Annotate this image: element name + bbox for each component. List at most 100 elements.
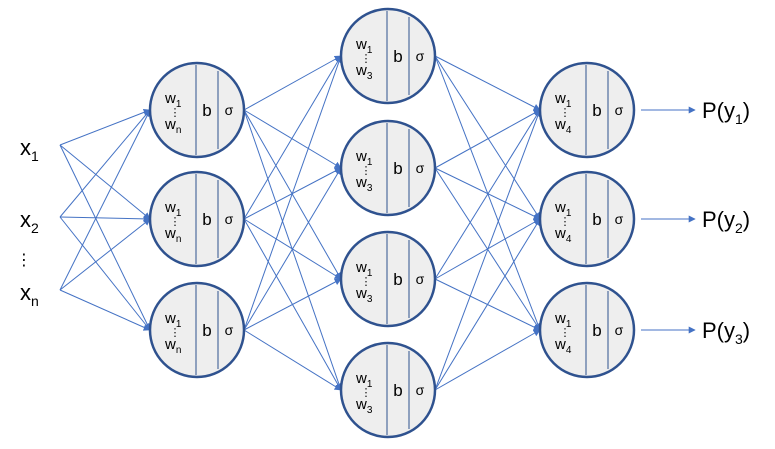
input-ellipsis: ⋮ [16, 252, 32, 269]
bias-label: b [393, 381, 402, 400]
edge-input-3-to-h1-3 [59, 289, 151, 331]
weight-ellipsis: ⋮ [361, 165, 372, 177]
edge-l2-1-to-l3-2 [434, 55, 541, 220]
edge-input-2-to-h1-3 [59, 216, 151, 331]
edge-l2-3-to-l3-1 [434, 109, 541, 280]
neuron-circle [339, 230, 437, 328]
bias-label: b [592, 210, 601, 229]
weight-ellipsis: ⋮ [361, 387, 372, 399]
edge-l1-3-to-l2-2 [243, 167, 342, 331]
edge-l1-1-to-l2-2 [243, 109, 342, 169]
weight-first: w1 [164, 90, 182, 110]
activation-label: σ [225, 322, 234, 338]
weight-last: wn [164, 336, 181, 356]
edge-input-3-to-h1-1 [59, 109, 151, 291]
neuron-circle [148, 61, 246, 159]
output-label-1: P(y1) [702, 98, 750, 127]
bias-label: b [393, 270, 402, 289]
weight-last: w4 [554, 336, 572, 356]
activation-label: σ [225, 211, 234, 227]
edge-l1-3-to-l2-3 [243, 278, 342, 331]
weight-ellipsis: ⋮ [361, 276, 372, 288]
weight-first: w1 [164, 199, 182, 219]
edge-l1-1-to-l2-3 [243, 109, 342, 280]
weight-first: w1 [554, 199, 572, 219]
edge-l2-2-to-l3-1 [434, 109, 541, 169]
weight-ellipsis: ⋮ [560, 327, 571, 339]
neuron-circle [148, 170, 246, 268]
edge-l1-2-to-l2-1 [243, 55, 342, 220]
edge-l2-4-to-l3-3 [434, 329, 541, 391]
weight-ellipsis: ⋮ [170, 107, 181, 119]
connections [59, 55, 696, 391]
weight-first: w1 [355, 370, 373, 390]
activation-label: σ [615, 211, 624, 227]
neuron-circle [538, 170, 636, 268]
neuron-circle [538, 281, 636, 379]
bias-label: b [202, 321, 211, 340]
bias-label: b [592, 321, 601, 340]
neuron-circle [148, 281, 246, 379]
input-label-3: xn [20, 280, 39, 309]
weight-first: w1 [355, 148, 373, 168]
edge-l2-2-to-l3-2 [434, 167, 541, 220]
edge-l1-3-to-l2-1 [243, 55, 343, 331]
weight-last: w3 [355, 174, 373, 194]
bias-label: b [202, 101, 211, 120]
neuron-circle [538, 61, 636, 159]
edge-l2-4-to-l3-2 [434, 218, 541, 391]
weight-last: w3 [355, 285, 373, 305]
output-label-3: P(y3) [702, 318, 750, 347]
edge-l2-4-to-l3-1 [434, 109, 542, 391]
edge-input-1-to-h1-1 [59, 109, 151, 146]
edge-input-1-to-h1-3 [59, 144, 151, 331]
weight-first: w1 [554, 90, 572, 110]
weight-ellipsis: ⋮ [560, 216, 571, 228]
weight-first: w1 [554, 310, 572, 330]
weight-first: w1 [164, 310, 182, 330]
weight-ellipsis: ⋮ [361, 53, 372, 65]
input-label-1: x1 [20, 135, 39, 164]
weight-first: w1 [355, 36, 373, 56]
bias-label: b [202, 210, 211, 229]
activation-label: σ [615, 102, 624, 118]
edge-l1-1-to-l2-1 [243, 55, 342, 111]
neuron-circle [339, 7, 437, 105]
weight-last: wn [164, 116, 181, 136]
bias-label: b [592, 101, 601, 120]
weight-first: w1 [355, 259, 373, 279]
edge-input-2-to-h1-2 [59, 215, 151, 223]
input-label-2: x2 [20, 207, 39, 236]
activation-label: σ [615, 322, 624, 338]
weight-last: w3 [355, 396, 373, 416]
output-label-2: P(y2) [702, 207, 750, 236]
edge-l1-3-to-l2-4 [243, 329, 342, 391]
edge-l1-1-to-l2-4 [243, 109, 343, 391]
labels: x1 x2 xn ⋮ P(y1) P(y2) P(y3) [16, 98, 750, 347]
bias-label: b [393, 159, 402, 178]
activation-label: σ [416, 382, 425, 398]
activation-label: σ [225, 102, 234, 118]
weight-last: w4 [554, 225, 572, 245]
bias-label: b [393, 47, 402, 66]
weight-last: w3 [355, 62, 373, 82]
weight-ellipsis: ⋮ [170, 216, 181, 228]
edge-input-3-to-h1-2 [59, 218, 151, 291]
weight-last: wn [164, 225, 181, 245]
edge-l2-1-to-l3-1 [434, 55, 541, 111]
activation-label: σ [416, 160, 425, 176]
weight-ellipsis: ⋮ [170, 327, 181, 339]
edge-input-1-to-h1-2 [59, 144, 151, 220]
